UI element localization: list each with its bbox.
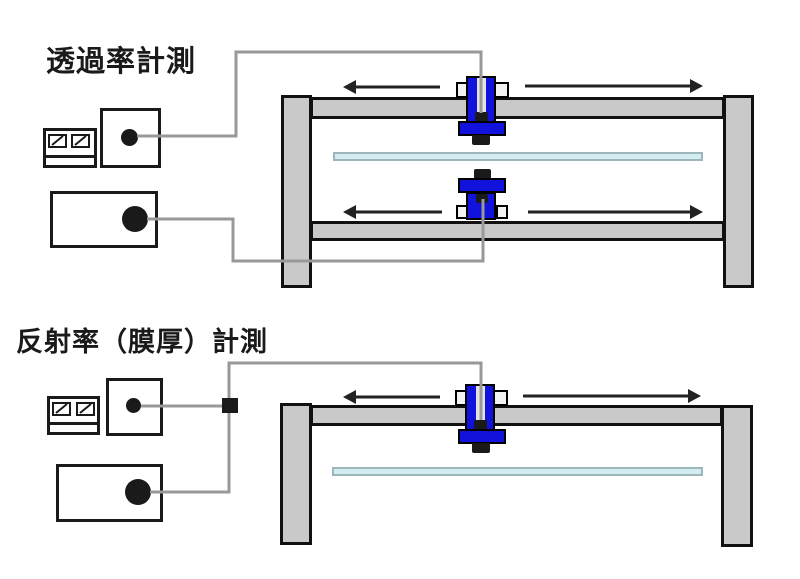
bottom-meter-divider [50, 422, 97, 425]
top-meter-divider [46, 155, 94, 158]
reflectance-title: 反射率（膜厚）計測 [16, 327, 268, 357]
top-left-leg [281, 95, 312, 288]
top-upper-left-arrowhead-icon [343, 80, 356, 94]
bottom-probe-fiber-slot [476, 386, 485, 423]
top-fiber-port-box [100, 108, 161, 168]
top-fiber-port-icon [121, 129, 138, 146]
bottom-rail [310, 405, 723, 426]
bottom-right-leg [721, 405, 753, 547]
top-meter-dial-left [48, 134, 67, 148]
top-dual-dial-meter-icon [43, 128, 97, 168]
top-upper-probe-nozzle [472, 135, 490, 145]
bottom-probe-clamp-right [493, 390, 508, 406]
fiber-coupler-icon [222, 398, 238, 413]
top-lower-right-arrowhead-icon [690, 205, 703, 219]
bottom-fiber-port-icon [126, 398, 141, 413]
transmittance-title: 透過率計測 [46, 46, 197, 78]
bottom-probe-tip [474, 420, 487, 430]
bottom-fiber-port-box [106, 378, 163, 436]
top-lower-rail [310, 221, 725, 241]
top-upper-right-arrowhead-icon [690, 79, 703, 93]
bottom-left-arrowhead-icon [343, 390, 356, 404]
bottom-dual-dial-meter-icon [47, 396, 100, 435]
top-lower-probe-nozzle [474, 169, 491, 179]
top-glass-sheet-icon [333, 152, 703, 161]
bottom-glass-sheet-icon [332, 467, 703, 476]
top-upper-probe-bar [458, 121, 506, 136]
top-lower-probe-tip [476, 194, 488, 203]
top-right-leg [723, 95, 754, 288]
bottom-right-arrowhead-icon [688, 389, 701, 403]
bottom-detector-box [56, 464, 163, 522]
top-upper-probe-clamp-right [494, 82, 509, 98]
bottom-detector-port-icon [125, 479, 151, 505]
bottom-left-leg [280, 403, 312, 545]
bottom-probe-nozzle [472, 443, 490, 453]
top-upper-rail [310, 97, 725, 119]
top-meter-dial-right [71, 134, 90, 148]
top-lower-probe-clamp-left [456, 205, 468, 219]
top-lower-probe-clamp-right [496, 205, 508, 219]
top-detector-box [50, 191, 158, 248]
bottom-meter-dial-right [76, 402, 95, 416]
top-lower-left-arrowhead-icon [343, 205, 356, 219]
top-upper-probe-fiber-slot [477, 78, 486, 116]
top-detector-port-icon [122, 206, 148, 232]
bottom-probe-bar [458, 429, 506, 444]
top-lower-probe-bar [458, 178, 506, 193]
bottom-meter-dial-left [52, 402, 71, 416]
